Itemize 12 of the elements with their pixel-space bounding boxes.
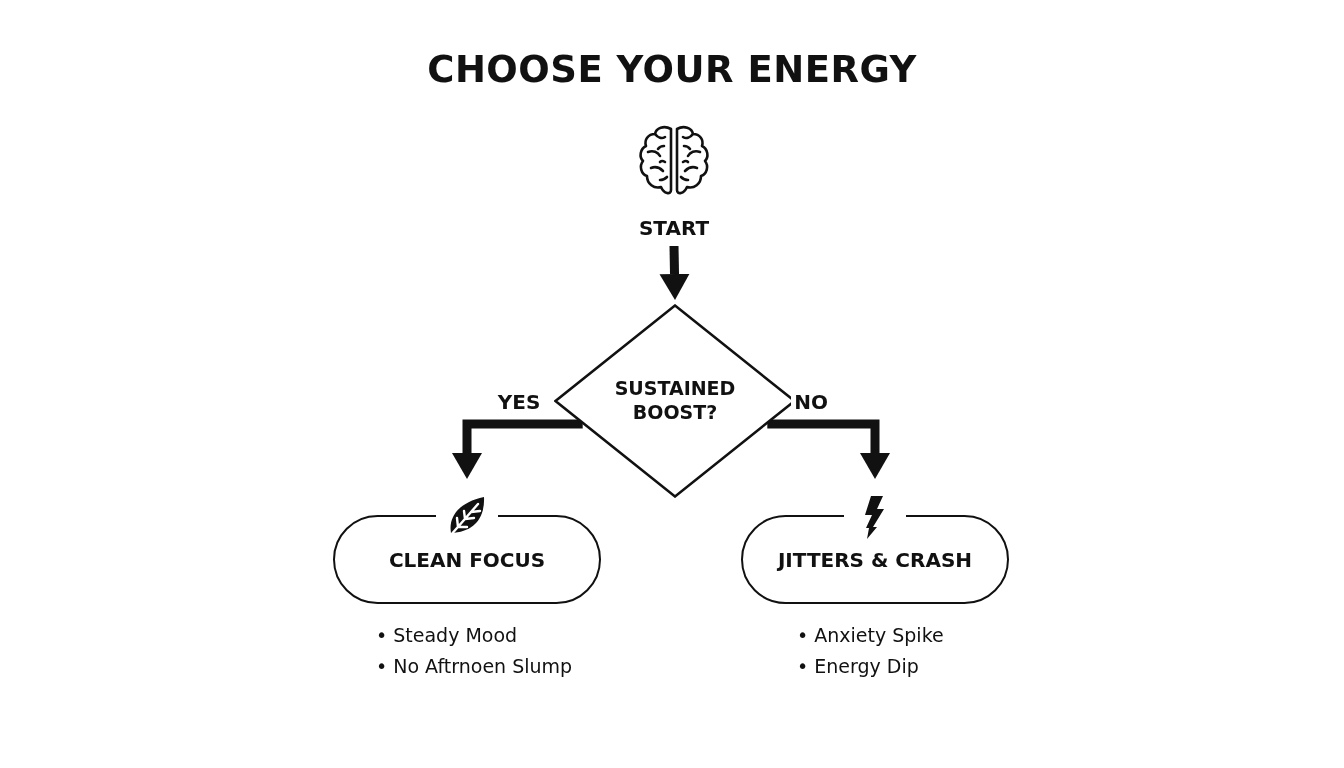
outcome-text: CLEAN FOCUS (388, 547, 546, 572)
arrow (767, 419, 890, 479)
decision-text: SUSTAINED BOOST? (613, 377, 737, 425)
start-label: START (614, 214, 734, 242)
list-item: • Anxiety Spike (797, 623, 944, 648)
arrow (452, 419, 583, 479)
title: CHOOSE YOUR ENERGY (426, 48, 918, 91)
list-item: • Energy Dip (797, 654, 920, 679)
arrow (659, 245, 690, 300)
list-item: • No Aftrnoen Slump (376, 654, 573, 679)
outcome-text: JITTERS & CRASH (777, 547, 973, 572)
list-item: • Steady Mood (376, 623, 519, 648)
